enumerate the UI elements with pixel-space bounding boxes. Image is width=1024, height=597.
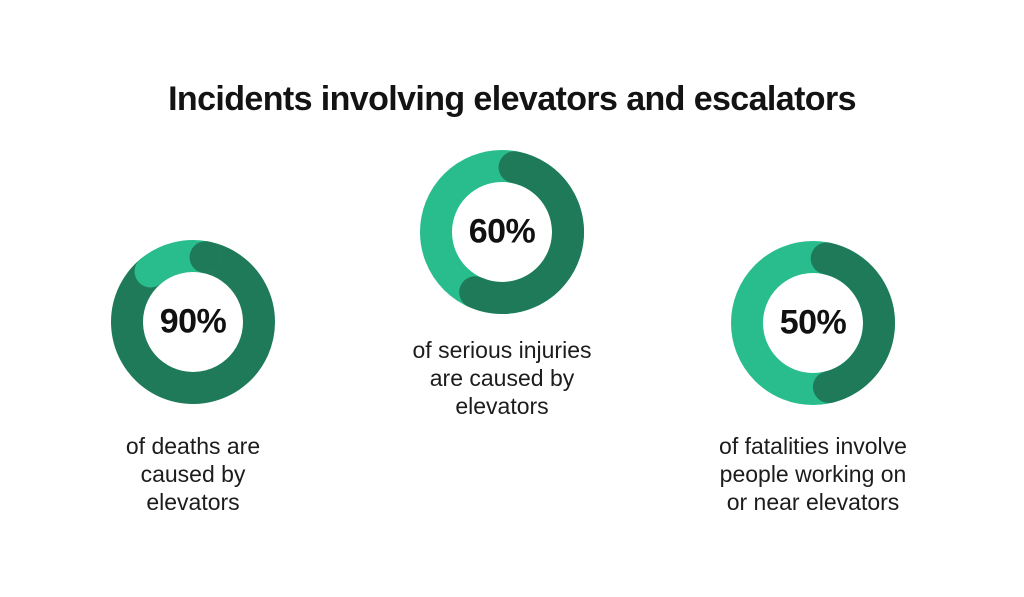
donut-chart-injuries: 60% [418, 148, 586, 316]
caption-line: elevators [146, 489, 240, 515]
caption-line: people working on [719, 461, 907, 487]
caption-line: or near elevators [726, 489, 900, 515]
donut-segment-dark_green [810, 242, 895, 404]
caption-line: are caused by [429, 365, 575, 391]
donut-ring-fatalities-icon [731, 241, 895, 405]
donut-value-deaths: 90% [159, 302, 227, 341]
donut-caption-deaths: of deaths are caused by elevators [126, 432, 260, 516]
donut-caption-fatalities: of fatalities involve people working on … [719, 432, 907, 516]
donut-ring-deaths-icon [111, 240, 275, 404]
caption-line: of serious injuries [412, 337, 592, 363]
donut-chart-fatalities: 50% [729, 239, 897, 407]
donut-chart-deaths: 90% [109, 238, 277, 406]
donut-segment-dark_green [111, 241, 275, 404]
donut-ring-injuries-icon [420, 150, 584, 314]
donut-caption-injuries: of serious injuries are caused by elevat… [413, 336, 592, 420]
donut-value-injuries: 60% [468, 212, 536, 251]
caption-line: of fatalities involve [719, 433, 907, 459]
caption-line: caused by [140, 461, 246, 487]
infographic-title: Incidents involving elevators and escala… [168, 80, 856, 118]
caption-line: of deaths are [125, 433, 261, 459]
donut-segment-dark_green [459, 151, 584, 314]
donut-segment-dark_green [189, 241, 222, 274]
donut-value-fatalities: 50% [779, 303, 847, 342]
caption-line: elevators [455, 393, 549, 419]
